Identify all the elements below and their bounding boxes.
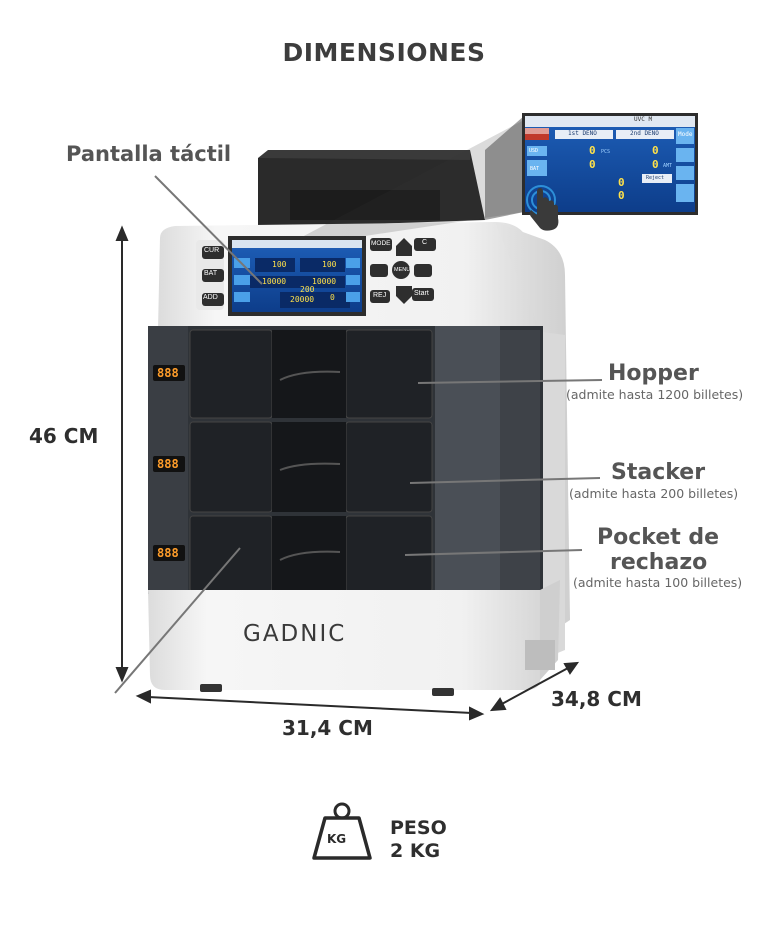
zoom-mode-button[interactable]: Mode bbox=[678, 131, 693, 138]
screen-r3-b: 20000 bbox=[290, 295, 315, 304]
stacker-callout: Stacker bbox=[611, 460, 706, 485]
width-dimension: 31,4 CM bbox=[282, 716, 373, 740]
zoom-reject[interactable]: Reject bbox=[646, 175, 665, 181]
reject-callout-line2: rechazo bbox=[610, 550, 708, 575]
zoom-value-4: 0 bbox=[652, 158, 659, 171]
zoom-value-2: 0 bbox=[652, 144, 659, 157]
top-hopper-tray bbox=[258, 150, 485, 228]
pocket-counter-3: 888 bbox=[157, 546, 179, 560]
weight-label: PESO bbox=[390, 817, 447, 839]
zoom-value-6: 0 bbox=[618, 189, 625, 202]
screen-r1-right: 100 bbox=[322, 260, 337, 269]
pocket-counter-1: 888 bbox=[157, 366, 179, 380]
zoom-amt: AMT bbox=[663, 163, 673, 169]
page-title: DIMENSIONES bbox=[282, 38, 486, 67]
zoom-header-right: 2nd DENO bbox=[630, 130, 659, 137]
screen-r1-left: 100 bbox=[272, 260, 287, 269]
weight-value: 2 KG bbox=[390, 840, 441, 862]
mode-button[interactable]: MODE bbox=[371, 240, 391, 247]
zoom-currency: USD bbox=[529, 148, 539, 154]
bat-button[interactable]: BAT bbox=[204, 270, 218, 277]
dimension-arrows bbox=[115, 225, 580, 721]
weight-badge: KG bbox=[327, 832, 347, 846]
zoom-bat[interactable]: BAT bbox=[530, 166, 540, 172]
brand-logo: GADNIC bbox=[243, 621, 347, 647]
zoom-pcs-1: PCS bbox=[601, 149, 611, 155]
screen-r3-a: 200 bbox=[300, 285, 315, 294]
clear-button[interactable]: C bbox=[422, 239, 428, 246]
left-buttons bbox=[202, 246, 224, 306]
pocket-counter-2: 888 bbox=[157, 457, 179, 471]
screen-r2-left: 10000 bbox=[262, 277, 287, 286]
add-button[interactable]: ADD bbox=[203, 294, 218, 301]
rej-button[interactable]: REJ bbox=[373, 292, 387, 299]
stacker-capacity: (admite hasta 200 billetes) bbox=[569, 486, 739, 501]
zoom-header-left: 1st DENO bbox=[568, 130, 597, 137]
cur-button[interactable]: CUR bbox=[204, 247, 220, 254]
hopper-capacity: (admite hasta 1200 billetes) bbox=[566, 387, 744, 402]
touchscreen-callout: Pantalla táctil bbox=[66, 142, 232, 166]
screen-r3-c: 0 bbox=[330, 293, 335, 302]
zoom-value-1: 0 bbox=[589, 144, 596, 157]
hopper-callout: Hopper bbox=[608, 361, 699, 386]
weight-icon bbox=[312, 802, 372, 860]
zoom-ver: UVC M bbox=[634, 116, 653, 123]
height-dimension: 46 CM bbox=[29, 424, 99, 448]
right-buttons bbox=[370, 238, 436, 304]
zoom-value-3: 0 bbox=[589, 158, 596, 171]
menu-button[interactable]: MENU bbox=[394, 267, 411, 273]
lower-base bbox=[148, 590, 540, 690]
reject-capacity: (admite hasta 100 billetes) bbox=[573, 575, 743, 590]
zoom-value-5: 0 bbox=[618, 176, 625, 189]
reject-callout-line1: Pocket de bbox=[597, 525, 720, 550]
touch-hand-icon bbox=[526, 185, 559, 231]
depth-dimension: 34,8 CM bbox=[551, 687, 642, 711]
start-button[interactable]: Start bbox=[414, 290, 429, 297]
callout-lines bbox=[114, 175, 603, 694]
screen-r2-right: 10000 bbox=[312, 277, 337, 286]
